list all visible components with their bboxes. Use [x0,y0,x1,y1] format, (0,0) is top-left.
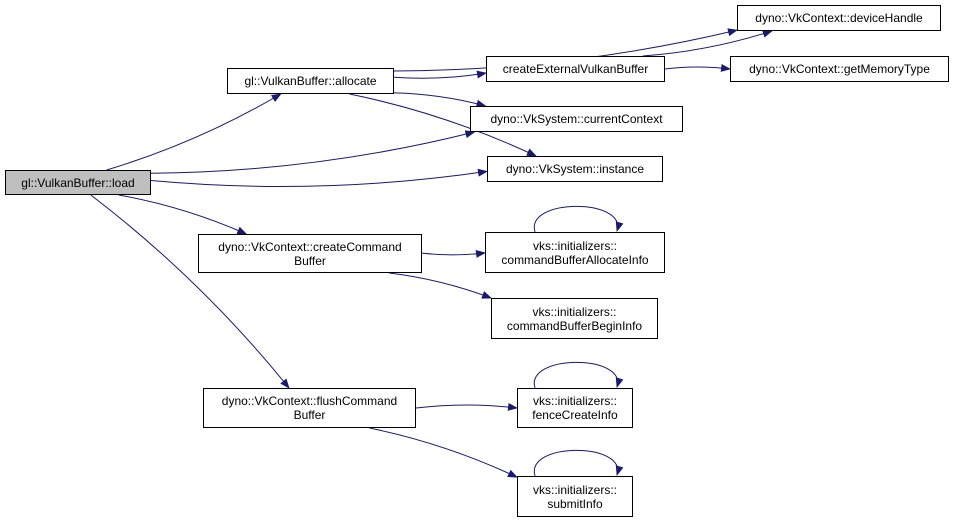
node-label: dyno::VkContext::getMemoryType [749,62,930,76]
node-label-line-1: vks::initializers:: [532,304,617,319]
node-label: createExternalVulkanBuffer [502,62,649,76]
node-vkcontext-createcommandbuffer[interactable]: dyno::VkContext::createCommand Buffer [198,234,422,273]
edge-load-to-createCommandBuffer [118,194,248,235]
node-commandbufferallocateinfo[interactable]: vks::initializers:: commandBufferAllocat… [485,232,665,273]
node-label-line-1: vks::initializers:: [532,394,618,408]
edge-allocate-to-currentContext [393,92,487,108]
edge-createCommandBuffer-to-cmdAllocInfo [421,249,486,258]
edge-self-cmdAllocInfo [533,205,624,233]
node-label-line-2: Buffer [294,253,326,268]
node-label-line-1: vks::initializers:: [532,238,618,253]
node-label-line-2: Buffer [293,408,326,422]
node-create-external-vulkan-buffer[interactable]: createExternalVulkanBuffer [486,56,665,82]
edge-self-submitInfo [533,449,624,477]
edge-load-to-instance [150,168,488,187]
node-vkcontext-flushcommandbuffer[interactable]: dyno::VkContext::flushCommand Buffer [203,388,416,428]
node-commandbufferbegininfo[interactable]: vks::initializers:: commandBufferBeginIn… [491,298,658,339]
node-label-line-1: dyno::VkContext::createCommand [218,239,402,254]
edge-allocate-to-createExternal [393,70,487,79]
edge-createExternal-to-getMemoryType [664,63,731,72]
node-submitinfo[interactable]: vks::initializers:: submitInfo [517,476,633,517]
edge-flushCommandBuffer-to-submitInfo [369,427,518,478]
node-label: dyno::VkContext::deviceHandle [755,11,923,25]
node-vkcontext-getmemorytype[interactable]: dyno::VkContext::getMemoryType [730,56,949,82]
node-label-line-2: commandBufferAllocateInfo [501,252,649,267]
edge-createCommandBuffer-to-cmdBeginInfo [389,272,493,299]
node-label-line-1: dyno::VkContext::flushCommand [221,394,398,408]
edge-load-to-flushCommandBuffer [90,194,290,389]
node-label-line-1: vks::initializers:: [532,482,618,497]
node-vkcontext-devicehandle[interactable]: dyno::VkContext::deviceHandle [737,5,941,31]
node-vulkanbuffer-load: gl::VulkanBuffer::load [5,170,151,195]
node-vksystem-currentcontext[interactable]: dyno::VkSystem::currentContext [470,106,683,132]
edge-self-fenceCreateInfo [533,361,624,389]
node-label: dyno::VkSystem::instance [505,162,645,176]
node-label-line-2: fenceCreateInfo [532,408,618,422]
node-fencecreateinfo[interactable]: vks::initializers:: fenceCreateInfo [517,388,633,428]
node-vulkanbuffer-allocate[interactable]: gl::VulkanBuffer::allocate [227,68,394,94]
edge-flushCommandBuffer-to-fenceCreateInfo [415,402,518,411]
edge-load-to-allocate [106,93,282,171]
node-label-line-2: submitInfo [547,496,603,511]
node-vksystem-instance[interactable]: dyno::VkSystem::instance [487,156,663,182]
edge-load-to-currentContext [150,130,476,174]
edge-allocate-to-instance [349,93,537,157]
node-label: gl::VulkanBuffer::load [21,175,135,190]
node-label-line-2: commandBufferBeginInfo [506,318,643,333]
node-label: dyno::VkSystem::currentContext [490,112,663,126]
edge-createExternal-to-deviceHandle [642,29,773,57]
node-label: gl::VulkanBuffer::allocate [244,74,377,88]
